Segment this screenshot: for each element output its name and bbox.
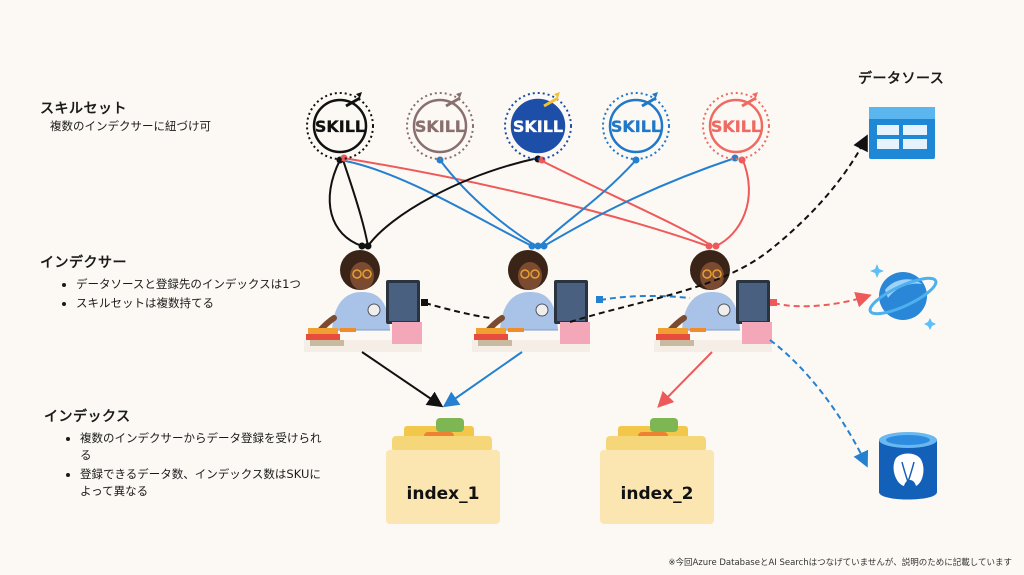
index-bullets: 複数のインデクサーからデータ登録を受けられる 登録できるデータ数、インデックス数… <box>62 430 330 502</box>
skill-label: SKILL <box>513 117 563 136</box>
connector-line <box>657 351 713 408</box>
connector-line <box>424 302 491 319</box>
skillset-title: スキルセット <box>40 101 127 117</box>
skill-badge: SKILL <box>306 92 374 160</box>
skill-badge: SKILL <box>602 92 670 160</box>
connector-line <box>342 157 709 247</box>
connector-line <box>342 159 369 247</box>
index-bullet: 複数のインデクサーからデータ登録を受けられる <box>80 430 330 464</box>
connector-line <box>773 292 872 308</box>
connector-line <box>569 134 868 323</box>
index-label: index_2 <box>621 484 694 504</box>
skill-label: SKILL <box>315 117 365 136</box>
indexer-title: インデクサー <box>40 255 127 271</box>
indexer-person-icon <box>654 250 772 352</box>
connector-square <box>421 299 428 306</box>
connector-line <box>599 294 691 301</box>
index-folders: index_1 index_2 <box>386 418 714 524</box>
indexer-person-icon <box>472 250 590 352</box>
index-title: インデックス <box>44 409 131 425</box>
index-bullet: 登録できるデータ数、インデックス数はSKUによって異なる <box>80 466 330 500</box>
skillset-description: 複数のインデクサーに紐づけ可 <box>50 119 211 133</box>
connector-line <box>539 159 637 247</box>
connector-line <box>442 351 523 408</box>
indexer-person-icon <box>304 250 422 352</box>
connector-dots <box>336 154 746 250</box>
connector-line <box>543 157 736 247</box>
index-folder: index_2 <box>600 418 714 524</box>
skill-badge: SKILL <box>702 92 770 160</box>
postgresql-icon <box>879 432 937 500</box>
skill-badge: SKILL <box>406 92 474 160</box>
indexer-bullets: データソースと登録先のインデックスは1つ スキルセットは複数持てる <box>58 276 316 314</box>
connector-square <box>596 296 603 303</box>
datasource-connections <box>421 134 872 468</box>
index-arrows <box>361 351 713 408</box>
index-folder: index_1 <box>386 418 500 524</box>
indexer-bullet: スキルセットは複数持てる <box>76 295 316 312</box>
connector-line <box>367 157 539 247</box>
connector-line <box>328 159 363 247</box>
connector-line <box>539 159 713 247</box>
connector-line <box>715 157 750 247</box>
index-label: index_1 <box>407 484 480 504</box>
connector-line <box>339 159 533 247</box>
datasource-title: データソース <box>858 71 945 87</box>
connector-square <box>770 299 777 306</box>
footnote: ※今回Azure DatabaseとAI Searchはつなげていませんが、説明… <box>668 558 1012 568</box>
indexer-figures <box>304 250 772 352</box>
skill-label: SKILL <box>611 117 661 136</box>
skill-badges: SKILL SKILL SKILL SKILL SKILL <box>306 92 770 160</box>
indexer-bullet: データソースと登録先のインデックスは1つ <box>76 276 316 293</box>
connector-line <box>769 339 869 468</box>
cosmos-db-icon <box>868 264 938 330</box>
skill-label: SKILL <box>711 117 761 136</box>
skill-connections <box>328 154 750 250</box>
skill-label: SKILL <box>415 117 465 136</box>
skill-badge: SKILL <box>504 92 572 160</box>
connector-line <box>439 159 537 247</box>
table-storage-icon <box>869 107 935 159</box>
connector-line <box>361 351 444 408</box>
